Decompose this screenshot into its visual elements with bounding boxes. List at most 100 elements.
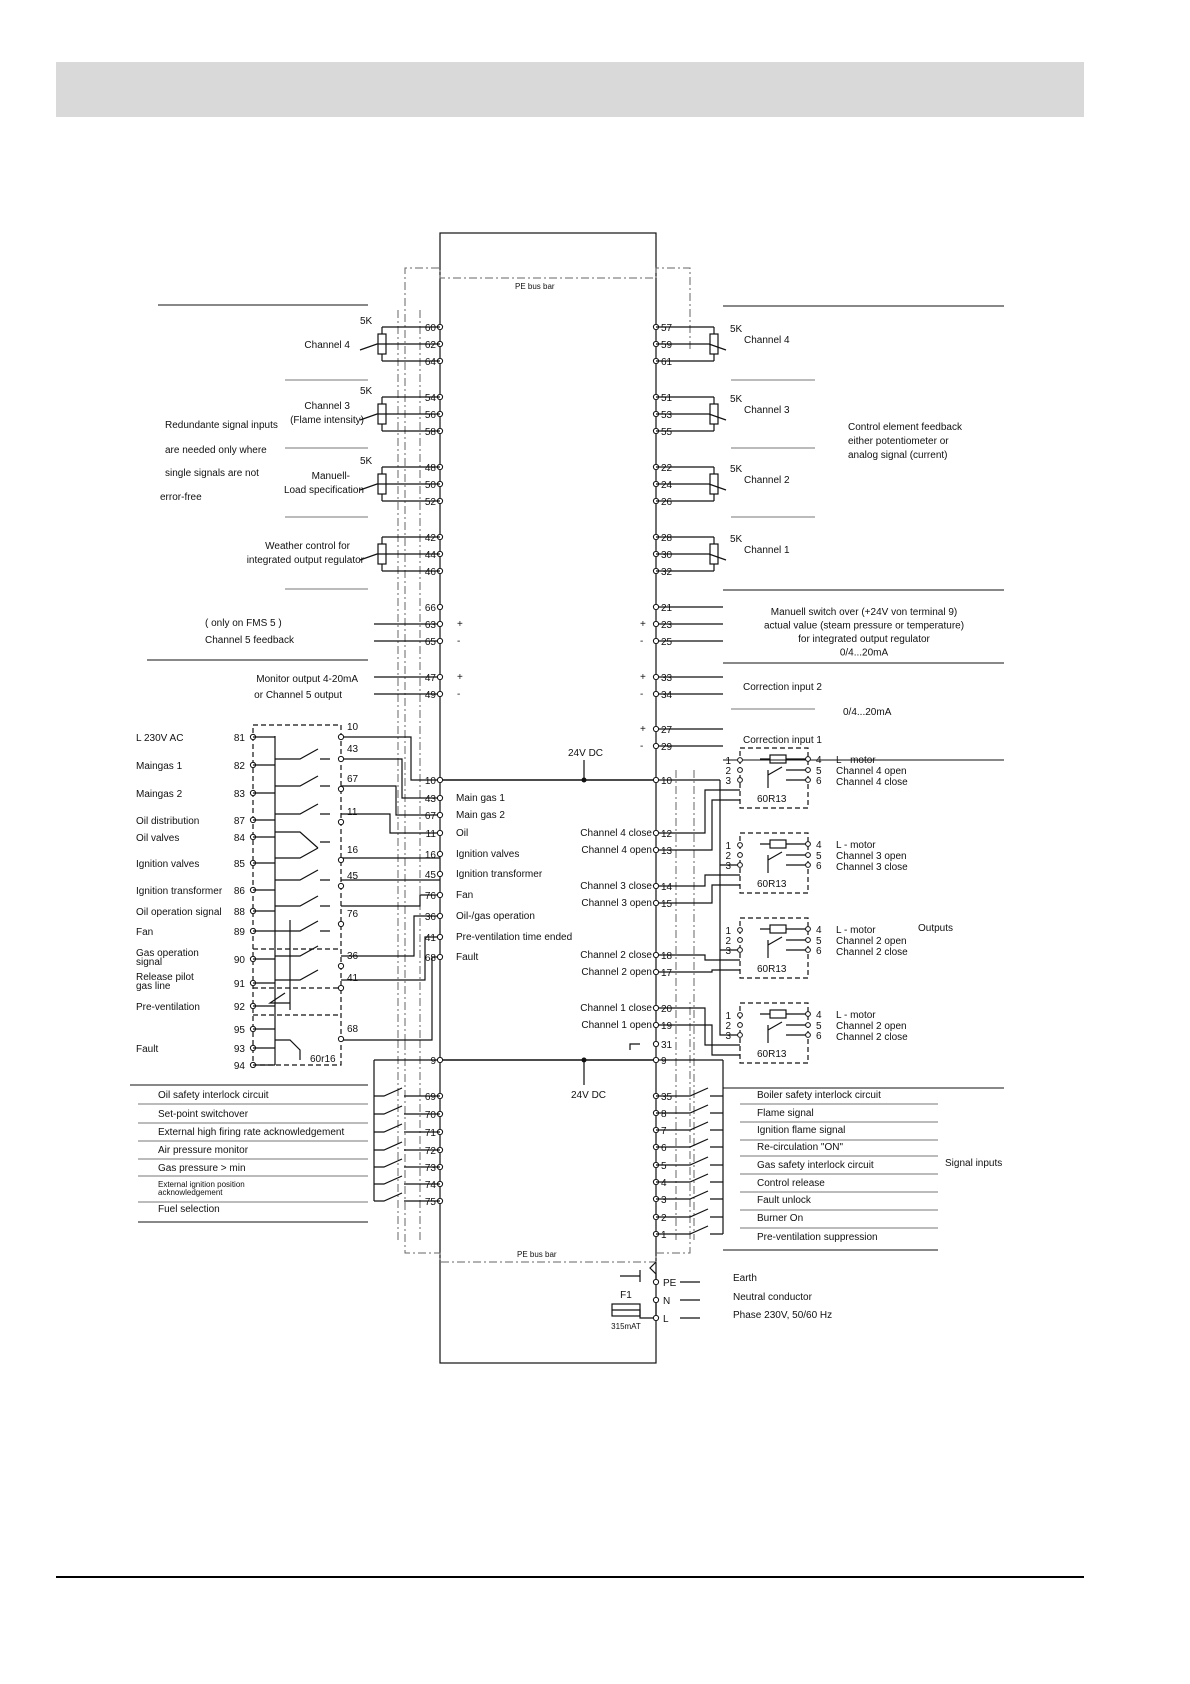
pot-left-value: 5K <box>360 456 373 467</box>
terminal-left-number: 62 <box>425 340 437 351</box>
manual-note-line: actual value (steam pressure or temperat… <box>764 621 964 632</box>
outputs-label: Outputs <box>918 923 953 934</box>
terminal-left-number: 76 <box>425 891 437 902</box>
relay-output-terminal-36 <box>337 962 345 970</box>
motor-pin-number-right: 6 <box>816 861 822 872</box>
pot-right-value: 5K <box>730 324 743 335</box>
relay-output-terminal-45 <box>337 882 345 890</box>
motor-pin-left <box>737 1032 743 1038</box>
motor-relay-coil <box>769 839 787 849</box>
relay-row-label: Release pilot <box>136 972 194 983</box>
motor-pin-number-left: 2 <box>725 766 731 777</box>
terminal-right-number: 1 <box>661 1230 667 1241</box>
terminal-left-47 <box>436 673 444 681</box>
terminal-right-number: 9 <box>661 1056 667 1067</box>
pot-right-label: Channel 4 <box>744 335 790 346</box>
motor-l-label: L - motor <box>836 1010 876 1021</box>
motor-relay-coil <box>769 754 787 764</box>
terminal-left-number: 66 <box>425 603 437 614</box>
footer-rule <box>56 1576 1084 1578</box>
right-input-label: Pre-ventilation suppression <box>757 1232 878 1243</box>
terminal-right-number: 22 <box>661 463 673 474</box>
motor-pin-left <box>737 1022 743 1028</box>
terminal-left-66 <box>436 603 444 611</box>
relay-terminal-number: 87 <box>234 816 246 827</box>
fms-note-line: ( only on FMS 5 ) <box>205 618 282 629</box>
motor-l-label: L - motor <box>836 925 876 936</box>
header-band <box>56 62 1084 117</box>
left-input-label: acknowledgement <box>158 1188 223 1197</box>
terminal-left-number: 60 <box>425 323 437 334</box>
relay-row-label: Ignition transformer <box>136 886 223 897</box>
terminal-right-number: 24 <box>661 480 673 491</box>
motor-pin-left <box>737 852 743 858</box>
relay-terminal-number: 90 <box>234 955 246 966</box>
terminal-left-number: 41 <box>425 933 437 944</box>
left-input-switch <box>374 1141 440 1151</box>
terminal-right-number: 21 <box>661 603 673 614</box>
motor-pin-number-right: 5 <box>816 851 822 862</box>
terminal-right-18 <box>652 951 660 959</box>
terminal-left-number: 45 <box>425 870 437 881</box>
feedback-note-line: either potentiometer or <box>848 436 949 447</box>
terminal-right-29 <box>652 742 660 750</box>
terminal-right-34 <box>652 690 660 698</box>
terminal-right-number: 12 <box>661 829 673 840</box>
terminal-right-number: 7 <box>661 1126 667 1137</box>
terminal-left-10 <box>436 776 444 784</box>
right-input-label: Boiler safety interlock circuit <box>757 1090 881 1101</box>
terminal-left-number: 44 <box>425 550 437 561</box>
terminal-left-number: 11 <box>426 829 437 840</box>
relay-terminal-number: 92 <box>234 1002 246 1013</box>
power-label: Phase 230V, 50/60 Hz <box>733 1310 832 1321</box>
relay-row-label: Fault <box>136 1044 158 1055</box>
motor-pin-number-right: 6 <box>816 946 822 957</box>
pot-left-wiring <box>359 396 440 432</box>
motor-pin-number-left: 2 <box>725 1021 731 1032</box>
motor-l-label: L - motor <box>836 755 876 766</box>
motor-pin-number-left: 3 <box>725 946 731 957</box>
terminal-left-number: 49 <box>425 690 437 701</box>
polarity-sign-left: + <box>457 619 463 630</box>
motor-pin-right <box>805 777 811 783</box>
right-input-label: Re-circulation "ON" <box>757 1142 843 1153</box>
left-input-switch <box>374 1158 440 1168</box>
relay-output-terminal-10 <box>337 733 345 741</box>
motor-pin-left <box>737 937 743 943</box>
relay-row-label: Maingas 1 <box>136 761 183 772</box>
power-terminal-name: N <box>663 1296 670 1307</box>
motor-open-label: Channel 4 open <box>836 766 907 777</box>
pot-right-value: 5K <box>730 464 743 475</box>
terminal-right-number: 55 <box>661 427 673 438</box>
power-terminal-name: L <box>663 1314 669 1325</box>
relay-row-label: Oil operation signal <box>136 907 222 918</box>
terminal-left-number: 16 <box>425 850 437 861</box>
power-label: Neutral conductor <box>733 1292 813 1303</box>
motor-relay-name: 60R13 <box>757 879 787 890</box>
terminal-right-number: 13 <box>661 846 673 857</box>
relay-terminal-number: 89 <box>234 927 246 938</box>
left-input-label: Air pressure monitor <box>158 1145 249 1156</box>
terminal-right-number: 57 <box>661 323 673 334</box>
fms-note-line: Channel 5 feedback <box>205 635 295 646</box>
motor-pin-right <box>805 852 811 858</box>
relay-wire-number: 76 <box>347 909 359 920</box>
relay-row-label: Oil valves <box>136 833 179 844</box>
terminal-left-67 <box>436 811 444 819</box>
motor-pin-right <box>805 926 811 932</box>
terminal-right-number: 8 <box>661 1109 667 1120</box>
dc-bus-bottom-label: 24V DC <box>571 1090 606 1101</box>
terminal-right-number: 5 <box>661 1161 667 1172</box>
terminal-left-number: 36 <box>425 912 437 923</box>
terminal-right-31 <box>652 1040 660 1048</box>
polarity-sign-left: - <box>457 636 460 647</box>
pot-right-label: Channel 2 <box>744 475 790 486</box>
pot-left-label: Channel 4 <box>304 340 350 351</box>
polarity-sign-right: - <box>640 741 643 752</box>
motor-pin-right <box>805 1011 811 1017</box>
motor-pin-right <box>805 1032 811 1038</box>
